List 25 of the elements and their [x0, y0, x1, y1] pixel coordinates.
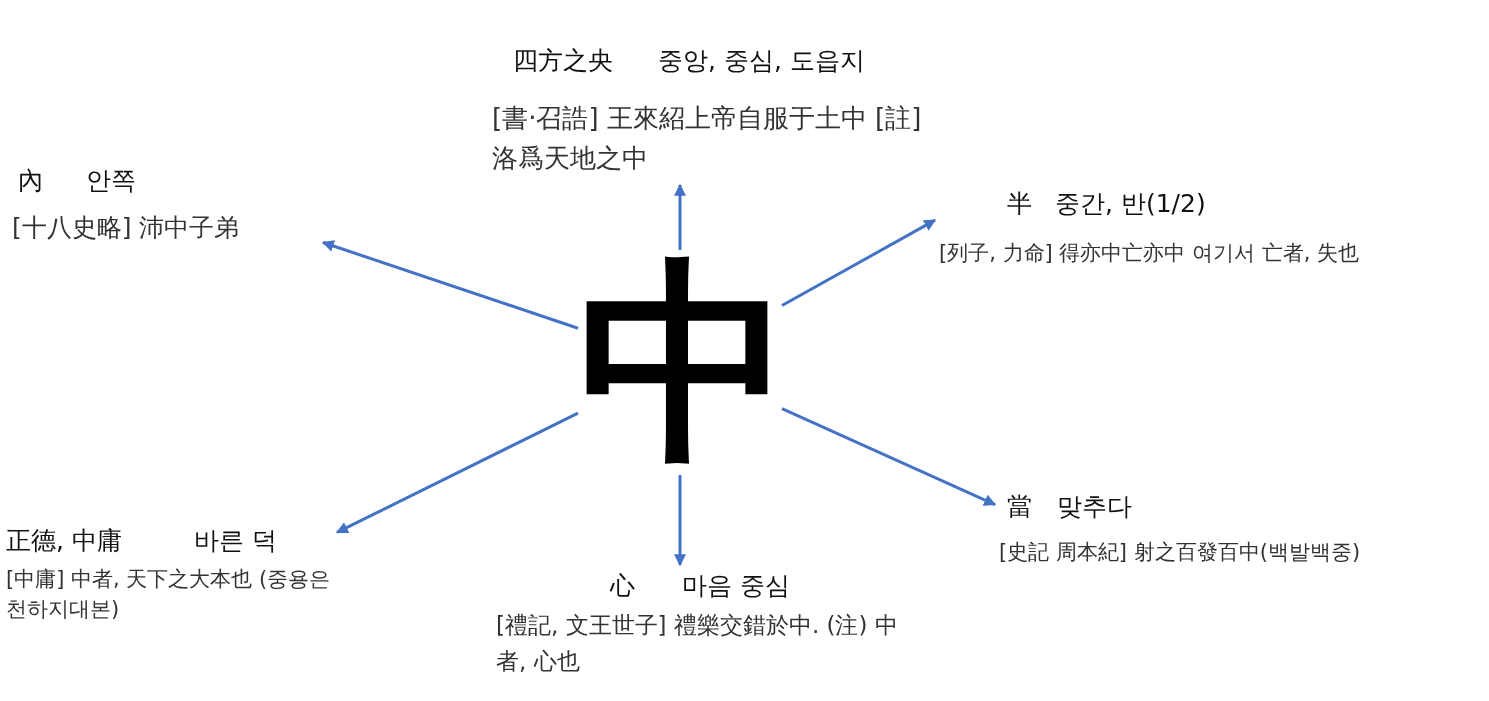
meaning-heading: 안쪽 — [86, 165, 136, 197]
central-character: 中 — [578, 250, 782, 475]
quotation-text: [中庸] 中者, 天下之大本也 (중용은 천하지대본) — [6, 566, 332, 623]
hanja-heading: 心 — [610, 570, 635, 602]
arrow — [335, 411, 579, 534]
meaning-heading: 맞추다 — [1057, 491, 1132, 523]
arrow — [781, 407, 997, 506]
hanja-heading: 正德, 中庸 — [6, 525, 122, 557]
meaning-heading: 중간, 반(1/2) — [1055, 188, 1206, 220]
meaning-heading: 중앙, 중심, 도읍지 — [658, 45, 865, 77]
meaning-heading: 바른 덕 — [194, 525, 277, 557]
hanja-heading: 半 — [1007, 188, 1032, 220]
meaning-heading: 마음 중심 — [682, 570, 790, 602]
hanja-heading: 當 — [1007, 491, 1032, 523]
quotation-text: [書·召誥] 王來紹上帝自服于土中 [註] 洛爲天地之中 — [492, 102, 923, 175]
arrow — [781, 218, 937, 307]
arrow — [674, 183, 686, 250]
hanja-heading: 四方之央 — [513, 45, 613, 77]
quotation-text: [列子, 力命] 得亦中亡亦中 여기서 亡者, 失也 — [939, 240, 1361, 267]
quotation-text: [禮記, 文王世子] 禮樂交錯於中. (注) 中者, 心也 — [496, 611, 899, 676]
quotation-text: [史記 周本紀] 射之百發百中(백발백중) — [999, 539, 1362, 566]
arrow — [321, 240, 579, 330]
hanja-heading: 內 — [18, 165, 43, 197]
arrow — [674, 475, 686, 567]
quotation-text: [十八史略] 沛中子弟 — [12, 212, 241, 244]
